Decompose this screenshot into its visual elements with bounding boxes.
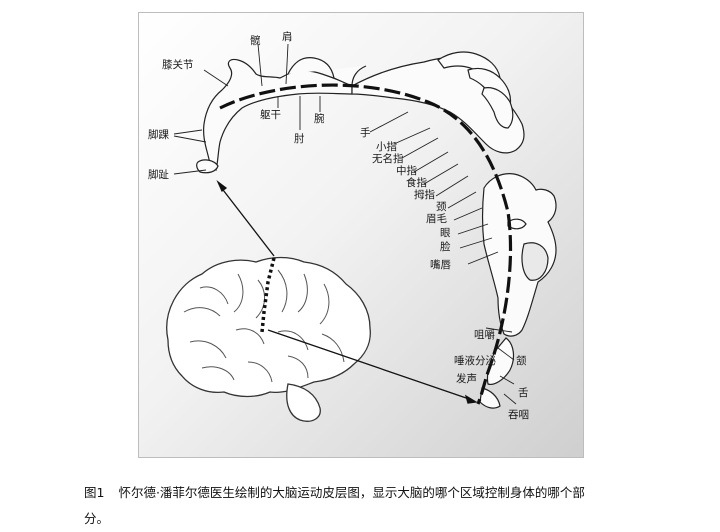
central-sulcus-line — [260, 257, 276, 333]
labels: 膝关节 髋 肩 躯干 肘 腕 手 脚踝 脚趾 小指 无名指 中指 食指 拇指 颈… — [148, 30, 529, 421]
label-ring-finger: 无名指 — [372, 152, 404, 165]
figure-caption: 图1 怀尔德·潘菲尔德医生绘制的大脑运动皮层图，显示大脑的哪个区域控制身体的哪个部… — [84, 480, 644, 532]
label-mastication: 咀嚼 — [474, 328, 495, 341]
label-hip: 髋 — [250, 34, 261, 47]
label-jaw: 颔 — [516, 354, 527, 367]
brain-illustration — [166, 256, 371, 422]
label-neck: 颈 — [436, 201, 447, 213]
motor-homunculus-diagram: 膝关节 髋 肩 躯干 肘 腕 手 脚踝 脚趾 小指 无名指 中指 食指 拇指 颈… — [148, 30, 557, 422]
label-index-finger: 食指 — [406, 176, 427, 189]
label-knee: 膝关节 — [162, 58, 194, 71]
label-eye: 眼 — [440, 227, 451, 239]
label-face: 脸 — [440, 240, 451, 253]
label-lips: 嘴唇 — [430, 259, 451, 271]
label-vocalization: 发声 — [456, 372, 477, 385]
label-little-finger: 小指 — [376, 140, 397, 153]
label-swallowing: 吞咽 — [508, 409, 529, 421]
label-salivation: 唾液分泌 — [454, 354, 496, 367]
caption-line-1: 图1 怀尔德·潘菲尔德医生绘制的大脑运动皮层图，显示大脑的哪个区域控制身体的哪个部 — [84, 480, 644, 506]
label-hand: 手 — [360, 126, 371, 139]
label-toes: 脚趾 — [148, 168, 169, 181]
leader-lines — [173, 43, 517, 405]
label-middle-finger: 中指 — [396, 164, 417, 177]
caption-text-2: 分。 — [84, 511, 110, 526]
label-tongue: 舌 — [518, 387, 529, 399]
label-elbow: 肘 — [294, 132, 305, 145]
label-trunk: 躯干 — [260, 108, 281, 121]
figure-panel: 膝关节 髋 肩 躯干 肘 腕 手 脚踝 脚趾 小指 无名指 中指 食指 拇指 颈… — [138, 12, 584, 458]
caption-text-1: 怀尔德·潘菲尔德医生绘制的大脑运动皮层图，显示大脑的哪个区域控制身体的哪个部 — [118, 485, 585, 500]
label-shoulder: 肩 — [282, 30, 293, 43]
label-thumb: 拇指 — [414, 188, 435, 201]
caption-number: 图1 — [84, 485, 105, 500]
label-wrist: 腕 — [314, 112, 325, 125]
label-ankle: 脚踝 — [148, 128, 169, 141]
cortex-arc — [219, 83, 513, 405]
label-eyebrow: 眉毛 — [426, 213, 447, 225]
pointer-arrows — [216, 179, 478, 404]
